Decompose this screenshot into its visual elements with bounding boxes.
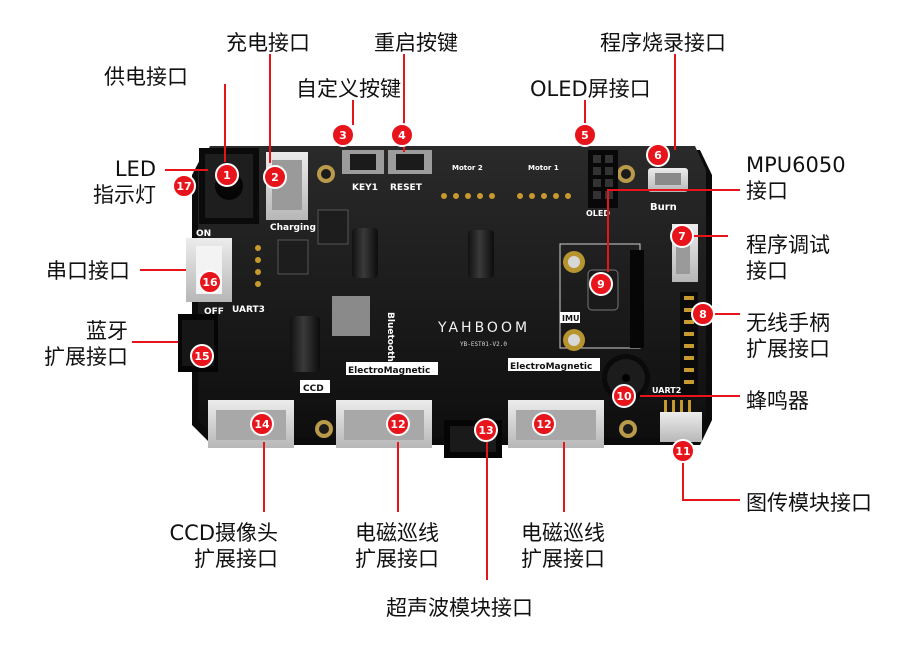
uart3-connector [186, 238, 261, 302]
badge-16: 16 [198, 270, 222, 294]
badge-12-right: 12 [532, 412, 556, 436]
burn-port [648, 168, 688, 192]
label-reset-key: 重启按键 [374, 31, 458, 55]
key1-button [342, 150, 384, 174]
silk-off: OFF [204, 307, 224, 317]
svg-text:2: 2 [271, 171, 279, 184]
silk-motor2: Motor 2 [452, 164, 483, 172]
badge-14: 14 [250, 412, 274, 436]
badge-11: 11 [671, 439, 695, 463]
svg-text:11: 11 [675, 445, 690, 458]
silk-bluetooth: Bluetooth [385, 312, 395, 362]
svg-text:17: 17 [176, 180, 191, 193]
badges: 1 2 3 4 5 6 7 8 9 10 11 12 12 13 14 15 1… [172, 123, 715, 463]
label-oled-port: OLED屏接口 [530, 77, 651, 101]
regulators [277, 209, 370, 336]
badge-6: 6 [646, 143, 670, 167]
badge-13: 13 [474, 418, 498, 442]
silk-em-right: ElectroMagnetic [510, 362, 592, 372]
svg-text:10: 10 [616, 390, 632, 403]
silk-uart3: UART3 [232, 305, 265, 315]
silk-key1: KEY1 [352, 183, 378, 193]
svg-text:9: 9 [597, 278, 605, 291]
svg-text:16: 16 [202, 276, 218, 289]
svg-text:5: 5 [581, 129, 589, 142]
reset-button [388, 150, 432, 174]
svg-text:1: 1 [223, 169, 231, 182]
silk-oled: OLED [586, 209, 610, 218]
label-ccd-port: CCD摄像头 扩展接口 [169, 521, 279, 571]
board-logo: YAHBOOM [437, 320, 530, 336]
badge-8: 8 [691, 302, 715, 326]
svg-text:6: 6 [654, 149, 662, 162]
badge-9: 9 [589, 272, 613, 296]
silk-imu: IMU [562, 314, 579, 323]
label-em-right: 电磁巡线 扩展接口 [521, 521, 605, 571]
badge-3: 3 [331, 123, 355, 147]
mounting-holes [315, 165, 637, 438]
silk-em-left: ElectroMagnetic [348, 366, 430, 376]
svg-text:14: 14 [254, 418, 270, 431]
em-connector-left [336, 400, 432, 448]
oled-header [588, 150, 618, 208]
silk-burn: Burn [650, 202, 677, 213]
silk-ccd: CCD [303, 384, 324, 394]
label-bluetooth-port: 蓝牙 扩展接口 [44, 319, 128, 369]
svg-text:3: 3 [339, 129, 347, 142]
silk-charging: Charging [270, 223, 316, 233]
label-serial-port: 串口接口 [46, 259, 130, 283]
silk-reset: RESET [390, 183, 423, 193]
label-ultrasonic-port: 超声波模块接口 [386, 596, 533, 620]
capacitors [290, 228, 494, 372]
label-mpu6050-port: MPU6050 接口 [746, 153, 846, 203]
badge-17: 17 [172, 174, 196, 198]
svg-text:7: 7 [678, 230, 686, 243]
silk-on: ON [196, 229, 211, 239]
svg-text:12: 12 [390, 418, 405, 431]
badge-5: 5 [573, 123, 597, 147]
label-led-indicator: LED 指示灯 [93, 157, 156, 207]
silk-motor1: Motor 1 [528, 164, 559, 172]
svg-text:4: 4 [398, 129, 406, 142]
badge-7: 7 [670, 224, 694, 248]
label-gamepad-port: 无线手柄 扩展接口 [746, 311, 830, 361]
uart2-connector [660, 400, 702, 442]
motor-pins [441, 193, 571, 199]
badge-10: 10 [612, 384, 636, 408]
label-custom-key: 自定义按键 [296, 77, 401, 101]
badge-1: 1 [215, 163, 239, 187]
badge-2: 2 [263, 165, 287, 189]
svg-text:13: 13 [478, 424, 493, 437]
svg-text:12: 12 [536, 418, 551, 431]
svg-text:8: 8 [699, 308, 707, 321]
label-burn-port: 程序烧录接口 [600, 31, 726, 55]
silk-uart2: UART2 [652, 386, 681, 395]
label-image-module-port: 图传模块接口 [746, 491, 872, 515]
svg-text:15: 15 [194, 350, 209, 363]
badge-4: 4 [390, 123, 414, 147]
label-charging-port: 充电接口 [226, 31, 310, 55]
badge-12-left: 12 [386, 412, 410, 436]
label-power-port: 供电接口 [104, 65, 188, 89]
board-model: YB-EST01-V2.0 [460, 341, 507, 348]
label-em-left: 电磁巡线 扩展接口 [355, 521, 439, 571]
label-debug-port: 程序调试 接口 [746, 233, 830, 283]
label-buzzer: 蜂鸣器 [746, 389, 809, 413]
badge-15: 15 [190, 344, 214, 368]
silkscreen: ON OFF UART3 Charging KEY1 RESET Motor 2… [196, 164, 681, 395]
